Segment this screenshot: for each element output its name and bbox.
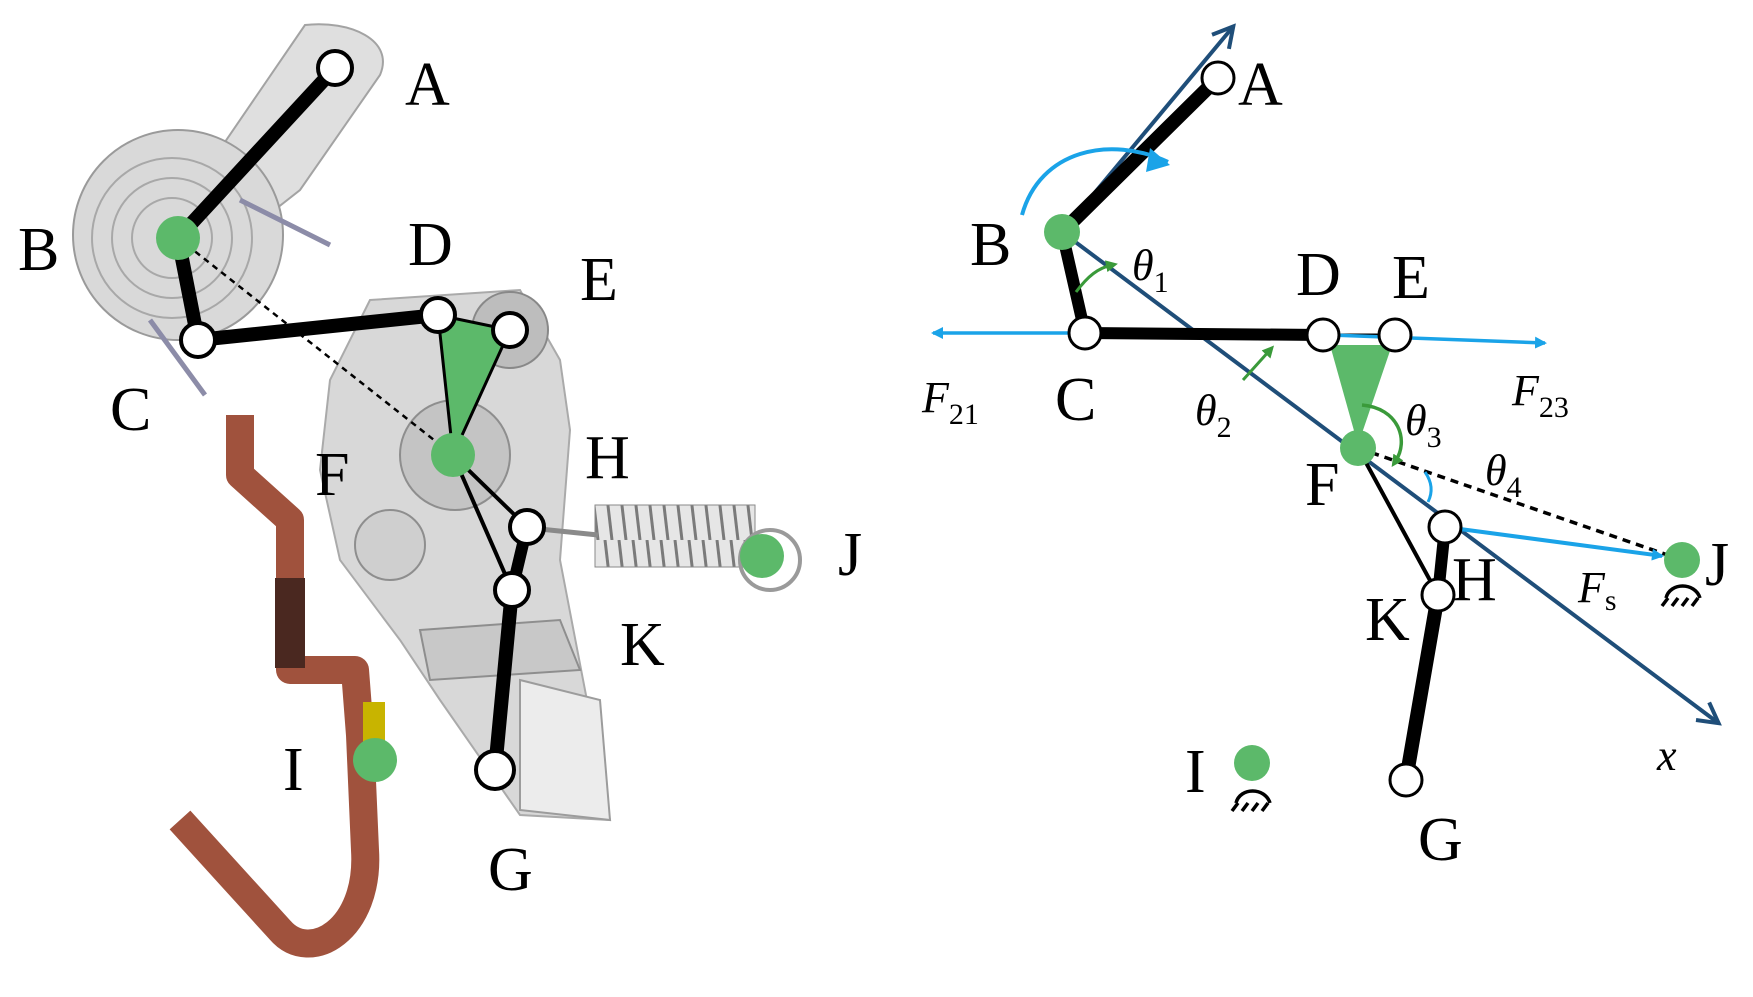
- link-ab-schematic: [1055, 71, 1225, 239]
- joint-k-schematic: [1420, 577, 1456, 613]
- joint-d: [419, 296, 457, 334]
- label-d: D: [408, 211, 453, 279]
- ground-symbol-i: [1230, 789, 1272, 813]
- label-c-schematic: C: [1055, 366, 1096, 434]
- lower-plate: [519, 678, 612, 822]
- angle-theta1-arc: [1074, 260, 1118, 293]
- label-i-schematic: I: [1185, 738, 1206, 806]
- joint-d-schematic: [1305, 317, 1341, 353]
- joint-k: [493, 571, 531, 609]
- joint-h: [508, 508, 546, 546]
- label-j-schematic: J: [1705, 531, 1729, 599]
- label-fs: Fs: [1577, 563, 1617, 617]
- pivot-b-schematic: [1044, 214, 1080, 250]
- label-e: E: [580, 246, 618, 314]
- label-j: J: [838, 521, 862, 589]
- spring-leg-1: [238, 197, 332, 248]
- ground-symbol-j: [1660, 584, 1702, 608]
- label-e-schematic: E: [1392, 244, 1430, 312]
- label-i: I: [283, 736, 304, 804]
- torsion-spring-ring-1: [91, 157, 253, 319]
- label-k-schematic: K: [1365, 586, 1410, 654]
- pivot-f-schematic: [1340, 430, 1376, 466]
- joint-e: [491, 311, 529, 349]
- joint-a-schematic: [1200, 60, 1236, 96]
- label-g-schematic: G: [1418, 806, 1463, 874]
- link-kg-schematic: [1399, 588, 1445, 787]
- label-c: C: [110, 376, 151, 444]
- angle-theta4-arc: [1423, 471, 1433, 503]
- rotation-arc-b: [1020, 147, 1169, 216]
- label-g: G: [488, 836, 533, 904]
- extension-spring-coil: [594, 504, 756, 568]
- pivot-i: [353, 738, 397, 782]
- label-axis-x: x: [1656, 731, 1677, 780]
- link-ab: [171, 61, 342, 245]
- label-h-schematic: H: [1452, 546, 1497, 614]
- triangle-def: [436, 313, 513, 461]
- label-theta1: θ1: [1132, 241, 1169, 299]
- link-cd: [191, 308, 445, 347]
- joint-c: [179, 321, 217, 359]
- spring-end-loop: [738, 528, 802, 592]
- link-fk: [451, 454, 514, 591]
- link-cd-schematic: [1084, 327, 1324, 341]
- label-theta2: θ2: [1195, 386, 1232, 444]
- label-a-schematic: A: [1238, 51, 1283, 119]
- label-theta4: θ4: [1485, 446, 1522, 504]
- line-fj-dashed: [1357, 446, 1683, 562]
- pivot-f: [431, 433, 475, 477]
- pivot-j: [740, 534, 784, 578]
- label-f21: F21: [921, 373, 979, 431]
- joint-g: [474, 749, 516, 791]
- spring-leg-2: [147, 318, 208, 397]
- axis-line-x: [1060, 230, 1717, 722]
- busbar-dark-section: [275, 578, 305, 668]
- joint-g-schematic: [1388, 762, 1424, 798]
- label-f-schematic: F: [1305, 451, 1339, 519]
- busbar: [169, 415, 380, 958]
- torsion-spring-ring-3: [131, 197, 213, 279]
- angle-theta2-arc: [1241, 345, 1275, 382]
- force-f23-arrow: [1329, 333, 1547, 349]
- left-figure: A B C D E F H J K I G: [18, 23, 862, 958]
- triangle-def-schematic: [1330, 345, 1392, 445]
- joint-h-schematic: [1427, 509, 1463, 545]
- pivot-j-schematic: [1664, 542, 1700, 578]
- label-d-schematic: D: [1296, 241, 1341, 309]
- joint-c-schematic: [1067, 315, 1103, 351]
- angle-theta3-arc: [1361, 403, 1404, 467]
- housing-boss-left: [354, 509, 426, 581]
- label-b: B: [18, 216, 59, 284]
- joint-a: [316, 49, 354, 87]
- link-fk-schematic: [1356, 447, 1440, 596]
- label-theta3: θ3: [1405, 396, 1442, 454]
- pivot-b: [156, 216, 200, 260]
- label-b-schematic: B: [970, 211, 1011, 279]
- torsion-spring-ring-2: [111, 177, 233, 299]
- joint-e-schematic: [1377, 317, 1413, 353]
- label-a: A: [405, 51, 450, 119]
- label-k: K: [620, 611, 665, 679]
- label-f: F: [315, 441, 349, 509]
- rotation-arc-b-head: [1146, 148, 1170, 172]
- force-fs-arrow: [1444, 525, 1664, 561]
- link-kg: [488, 583, 519, 777]
- right-figure: A B C D E F H J K I G θ1 θ2 θ3 θ4 F21 F2…: [921, 28, 1729, 874]
- pivot-i-schematic: [1234, 745, 1270, 781]
- label-f23: F23: [1511, 366, 1569, 424]
- line-bf-dashed: [177, 237, 454, 456]
- label-h: H: [585, 424, 630, 492]
